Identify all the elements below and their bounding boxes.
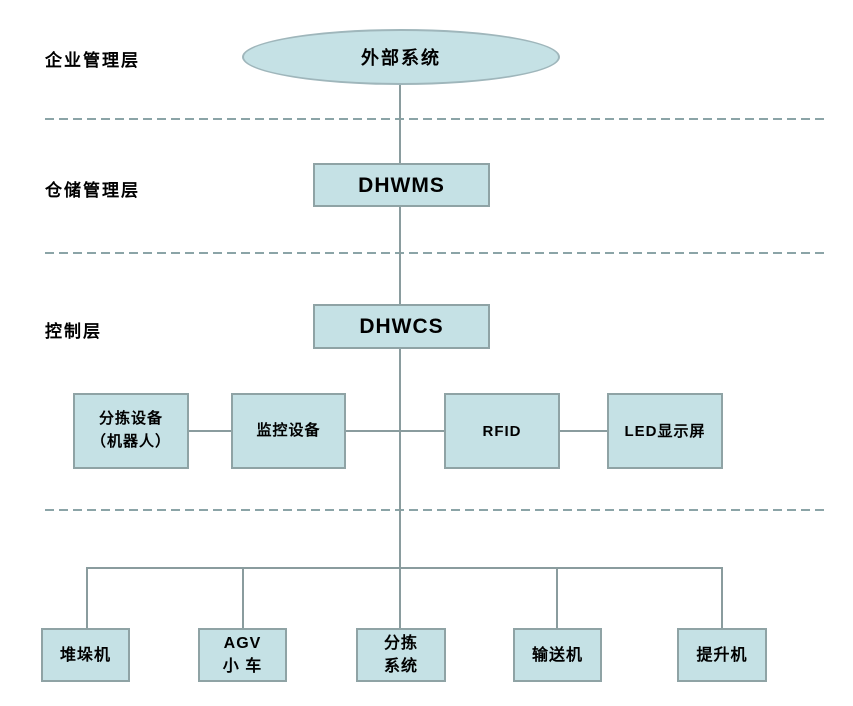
connector-midrow-left <box>189 430 231 432</box>
separator-dashed-2 <box>45 252 826 254</box>
connector-wcs-bus <box>399 349 401 628</box>
node-conveyor: 输送机 <box>513 628 602 682</box>
separator-dashed-1 <box>45 118 826 120</box>
node-led-display-label: LED显示屏 <box>624 422 706 440</box>
node-conveyor-label: 输送机 <box>531 646 583 664</box>
node-stacker-crane: 堆垛机 <box>41 628 130 682</box>
node-monitoring-device-label: 监控设备 <box>256 422 321 439</box>
node-external-system: 外部系统 <box>242 29 560 85</box>
drop-stacker <box>86 567 88 628</box>
node-dhwcs-label: DHWCS <box>359 315 444 338</box>
node-sorting-system-label: 分拣 系统 <box>383 635 418 675</box>
node-dhwms: DHWMS <box>313 163 490 207</box>
node-sorting-device-label: 分拣设备 （机器人） <box>90 411 171 450</box>
node-stacker-crane-label: 堆垛机 <box>59 646 111 664</box>
node-sorting-system: 分拣 系统 <box>356 628 446 682</box>
node-led-display: LED显示屏 <box>607 393 723 469</box>
connector-external-wms <box>399 85 401 163</box>
node-monitoring-device: 监控设备 <box>231 393 346 469</box>
connector-midrow-right <box>560 430 607 432</box>
connector-wms-wcs <box>399 207 401 304</box>
drop-agv <box>242 567 244 628</box>
label-warehouse-layer: 仓储管理层 <box>45 181 140 200</box>
node-dhwcs: DHWCS <box>313 304 490 349</box>
node-agv-cart: AGV 小 车 <box>198 628 287 682</box>
node-dhwms-label: DHWMS <box>358 173 445 197</box>
node-rfid: RFID <box>444 393 560 469</box>
separator-dashed-3 <box>45 509 826 511</box>
drop-conveyor <box>556 567 558 628</box>
node-hoist: 提升机 <box>677 628 767 682</box>
node-sorting-device: 分拣设备 （机器人） <box>73 393 189 469</box>
node-hoist-label: 提升机 <box>696 646 748 664</box>
connector-bus <box>86 567 723 569</box>
label-enterprise-layer: 企业管理层 <box>45 51 140 70</box>
node-external-system-label: 外部系统 <box>361 48 441 68</box>
node-agv-cart-label: AGV 小 车 <box>222 635 263 675</box>
label-control-layer: 控制层 <box>45 322 102 341</box>
connector-midrow-center <box>346 430 444 432</box>
node-rfid-label: RFID <box>482 422 522 440</box>
drop-hoist <box>721 567 723 628</box>
